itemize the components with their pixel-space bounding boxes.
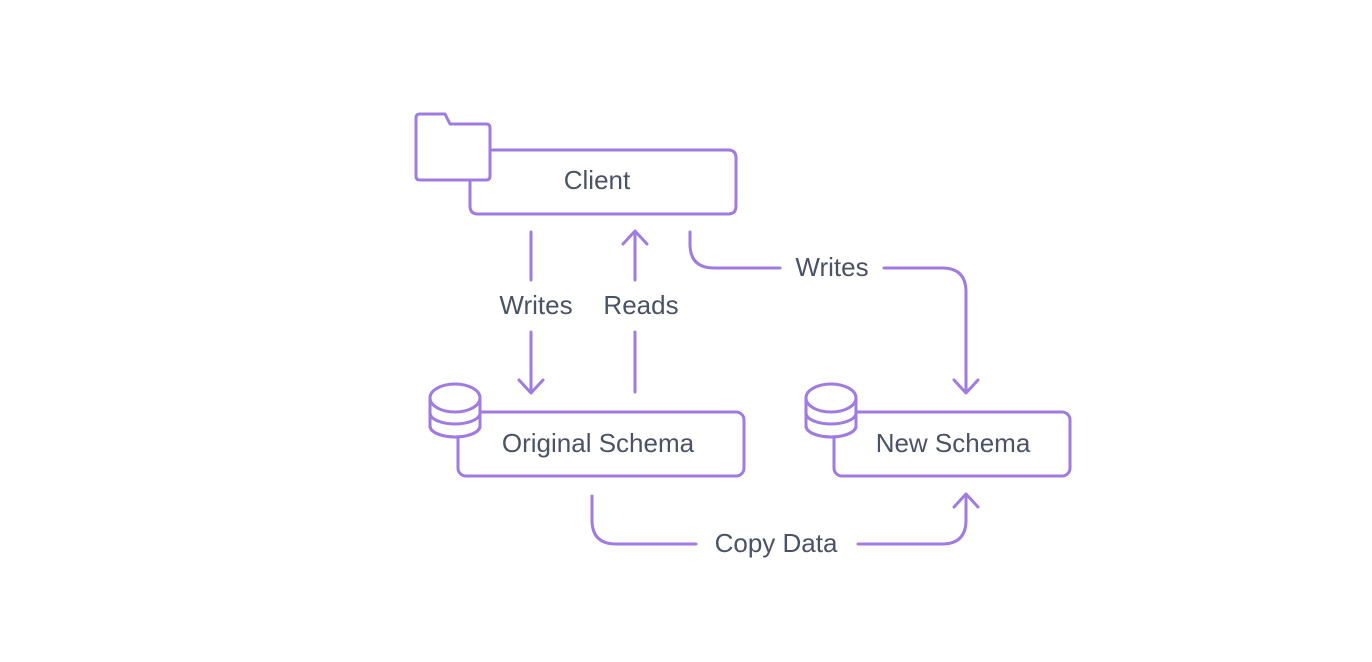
edge-label-writes-right: Writes	[795, 252, 868, 282]
original-schema-box	[456, 410, 746, 478]
folder-icon	[414, 112, 492, 182]
database-icon	[804, 382, 858, 439]
arrow-down-icon	[952, 378, 980, 395]
edge-label-copy-data: Copy Data	[715, 528, 838, 558]
arrow-down-icon	[517, 378, 545, 395]
edge-client-writes-new: Writes	[688, 230, 980, 395]
edge-copy-data: Copy Data	[590, 492, 980, 558]
edge-label-reads: Reads	[603, 290, 678, 320]
arrow-up-icon	[952, 492, 980, 509]
original-schema-node: Original Schema	[428, 382, 746, 478]
new-schema-label: New Schema	[876, 428, 1031, 458]
edge-original-reads-client: Reads	[603, 229, 679, 394]
arrow-up-icon	[621, 229, 649, 246]
edge-label-writes-left: Writes	[499, 290, 572, 320]
edge-client-writes-original: Writes	[499, 230, 573, 395]
original-schema-label: Original Schema	[502, 428, 695, 458]
new-schema-box	[832, 410, 1072, 478]
client-label: Client	[564, 165, 631, 195]
client-box	[468, 148, 738, 216]
client-node: Client	[414, 112, 738, 216]
new-schema-node: New Schema	[804, 382, 1072, 478]
database-icon	[428, 382, 482, 439]
